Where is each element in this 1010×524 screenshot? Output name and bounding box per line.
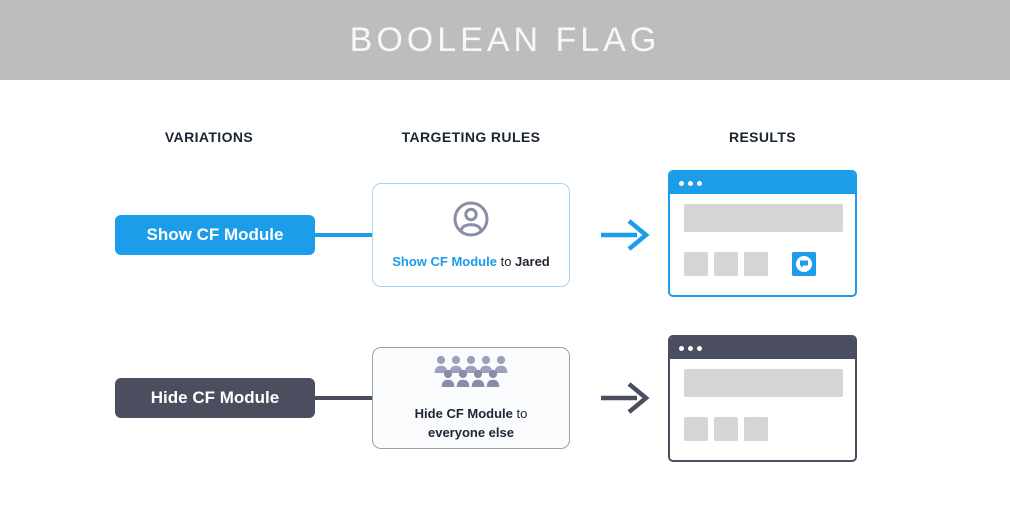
rule-target: Jared	[515, 253, 550, 269]
user-avatar-icon	[451, 199, 491, 244]
rule-connector-word: to	[500, 253, 512, 269]
window-dot	[688, 180, 693, 186]
content-placeholder-bar	[684, 204, 843, 232]
result-browser-show	[668, 170, 857, 297]
arrow-right-blue	[601, 219, 650, 251]
browser-titlebar	[670, 337, 855, 359]
window-dot	[688, 345, 693, 351]
window-dot	[697, 180, 702, 186]
placeholder-square	[714, 417, 738, 441]
column-header-variations: VARIATIONS	[164, 129, 254, 145]
placeholder-square	[744, 417, 768, 441]
connector-line-show	[314, 233, 373, 237]
rule-target: everyone else	[427, 425, 514, 440]
title-banner: BOOLEAN FLAG	[0, 0, 1010, 80]
placeholder-square	[714, 252, 738, 276]
column-header-results: RESULTS	[728, 129, 797, 145]
variation-button-hide-cf-module: Hide CF Module	[115, 378, 315, 418]
window-dot	[697, 345, 702, 351]
targeting-rule-card-show: Show CF Module to Jared	[372, 183, 570, 287]
rule-text-hide: Hide CF Module to everyone else	[415, 405, 528, 443]
content-placeholder-squares	[684, 252, 816, 276]
rule-flag-name: Show CF Module	[392, 253, 497, 269]
window-dot	[679, 345, 684, 351]
rule-text-show: Show CF Module to Jared	[392, 253, 550, 272]
arrow-right-dark	[601, 382, 650, 414]
column-header-targeting-rules: TARGETING RULES	[401, 129, 541, 145]
targeting-rule-card-hide: Hide CF Module to everyone else	[372, 347, 570, 449]
browser-titlebar	[670, 172, 855, 194]
browser-content	[670, 194, 855, 294]
placeholder-square	[684, 417, 708, 441]
placeholder-square	[744, 252, 768, 276]
connector-line-hide	[314, 396, 373, 400]
rule-connector-word: to	[516, 406, 528, 422]
crowd-icon	[432, 353, 510, 396]
browser-content	[670, 359, 855, 459]
content-placeholder-bar	[684, 369, 843, 397]
variation-button-show-cf-module: Show CF Module	[115, 215, 315, 255]
result-browser-hide	[668, 335, 857, 462]
cf-module-tile	[792, 252, 816, 276]
content-placeholder-squares	[684, 417, 768, 441]
page-title: BOOLEAN FLAG	[349, 20, 661, 59]
window-dot	[679, 180, 684, 186]
rule-flag-name: Hide CF Module	[414, 406, 513, 422]
chat-bubble-icon	[796, 256, 812, 272]
placeholder-square	[684, 252, 708, 276]
